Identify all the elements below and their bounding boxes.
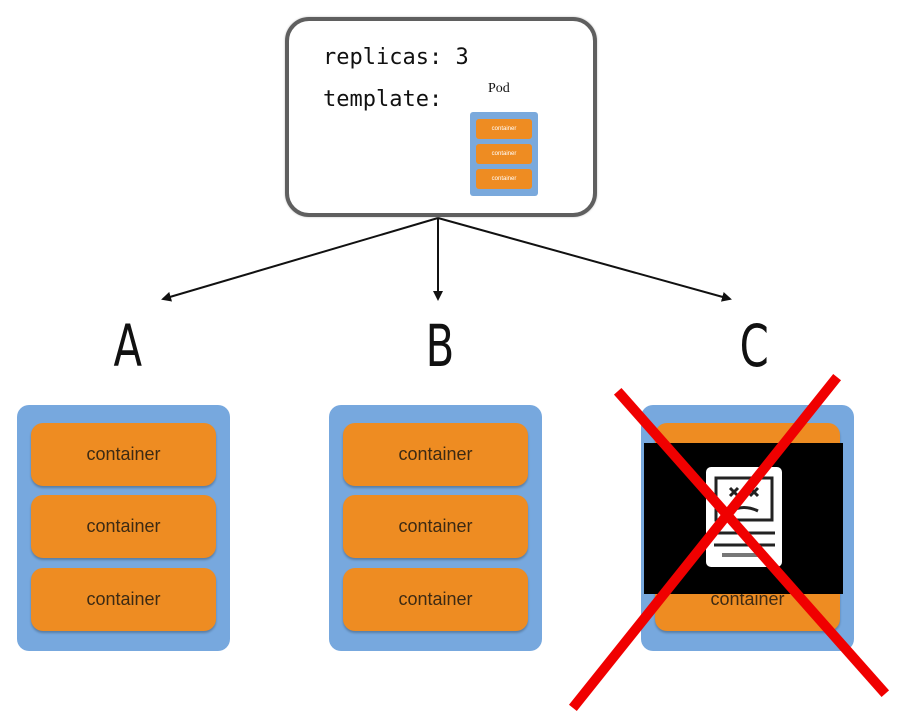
- pod-b-container-1: container: [343, 423, 528, 486]
- pod-a: container container container: [17, 405, 230, 651]
- pod-b-label: B: [425, 312, 455, 380]
- arrow-to-pod-c: [437, 217, 732, 302]
- pod-b-container-2: container: [343, 495, 528, 558]
- pod-a-container-1: container: [31, 423, 216, 486]
- pod-a-container-3: container: [31, 568, 216, 631]
- template-container: container: [476, 119, 532, 139]
- template-pod: container container container: [470, 112, 538, 196]
- template-container: container: [476, 144, 532, 164]
- template-line: template:: [323, 87, 443, 112]
- pod-b: container container container: [329, 405, 542, 651]
- pod-a-label: A: [113, 312, 143, 380]
- replicas-line: replicas: 3: [323, 45, 469, 70]
- template-pod-label: Pod: [488, 81, 510, 96]
- pod-b-container-3: container: [343, 568, 528, 631]
- pod-c-label: C: [739, 312, 769, 380]
- arrow-to-pod-a: [161, 217, 439, 302]
- pod-c-failure-overlay: [644, 443, 843, 594]
- template-container: container: [476, 169, 532, 189]
- pod-a-container-2: container: [31, 495, 216, 558]
- replicaset-spec-box: replicas: 3 template: Pod container cont…: [285, 17, 597, 217]
